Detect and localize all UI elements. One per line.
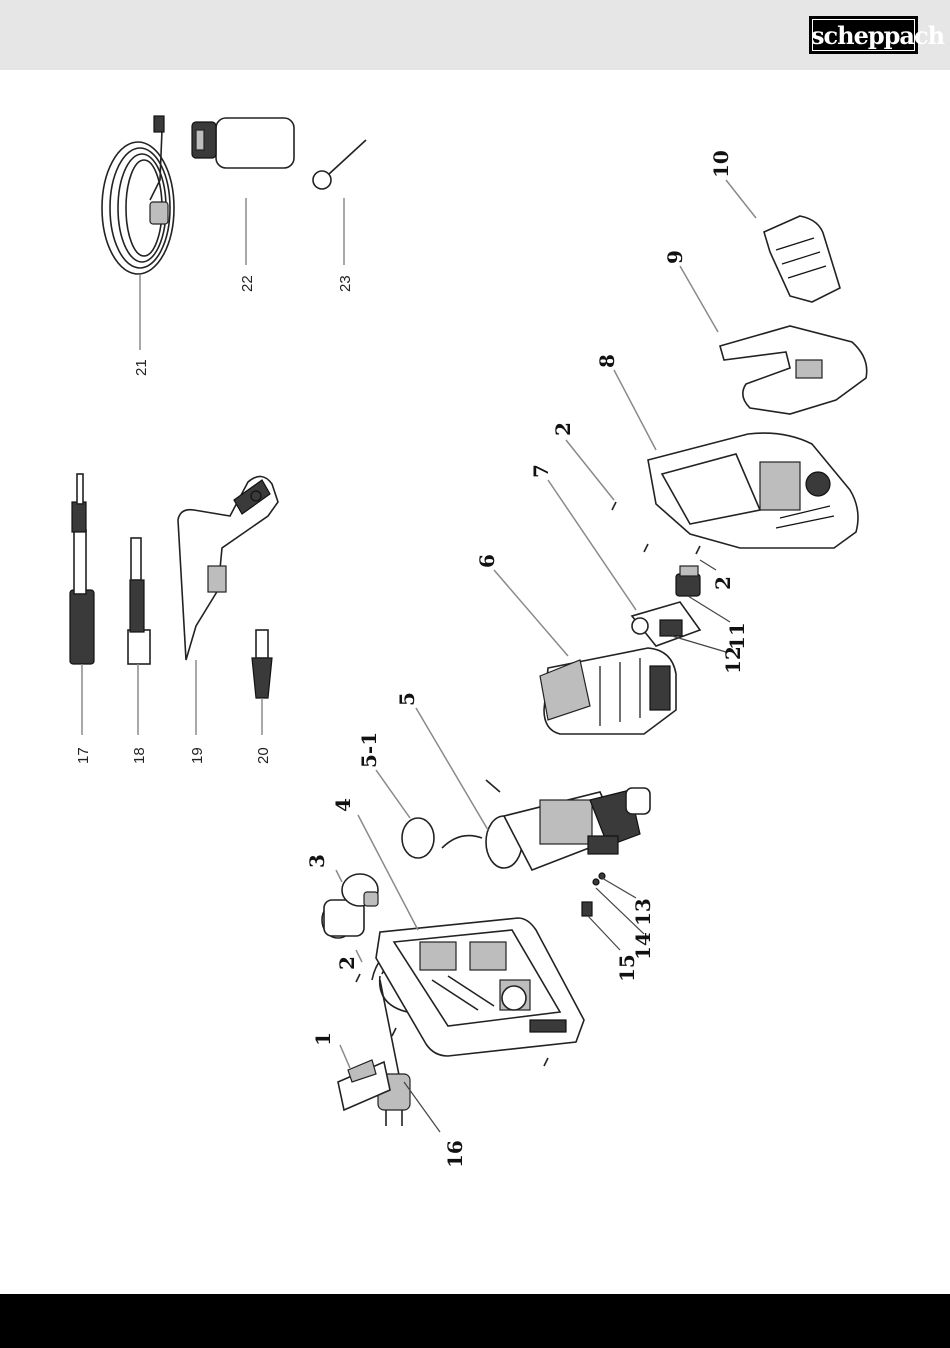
label-22: 22 [239, 275, 256, 292]
label-7: 7 [529, 464, 553, 478]
header-band [0, 0, 950, 70]
label-21: 21 [133, 359, 150, 376]
label-4: 4 [331, 798, 355, 812]
label-2a: 2 [335, 956, 359, 970]
part-20-nozzle [252, 630, 272, 698]
exploded-view-diagram: 1 2 3 4 5-1 5 6 7 2 8 9 10 11 2 12 13 14… [0, 70, 950, 1294]
label-19: 19 [189, 747, 206, 764]
label-8: 8 [595, 354, 619, 368]
label-6: 6 [475, 554, 499, 568]
label-11: 11 [725, 622, 749, 650]
label-10: 10 [709, 150, 733, 178]
label-1: 1 [311, 1032, 335, 1046]
part-17-lance [70, 474, 94, 664]
part-22-detergent-tank [192, 118, 294, 168]
brand-logo: scheppach [809, 16, 918, 54]
part-4-rear-housing [376, 918, 584, 1056]
part-21-hose [102, 116, 174, 274]
label-18: 18 [131, 747, 148, 764]
label-5-1: 5-1 [357, 732, 381, 768]
label-20: 20 [255, 747, 272, 764]
part-5-1-seal-ring [402, 818, 434, 858]
part-5-motor-pump [442, 780, 650, 870]
part-23-cleaning-needle [313, 140, 366, 189]
label-23: 23 [337, 275, 354, 292]
part-6-tank [540, 648, 676, 734]
parts-13-15-fittings [582, 873, 605, 916]
part-3-wheel [322, 874, 378, 938]
part-8-front-housing [648, 433, 858, 548]
part-11-switch [676, 566, 700, 596]
footer-band [0, 1294, 950, 1348]
part-18-lance-short [128, 538, 150, 664]
label-3: 3 [305, 854, 329, 868]
label-2b: 2 [551, 422, 575, 436]
label-2c: 2 [711, 576, 735, 590]
part-7-switch-block [632, 602, 700, 646]
label-16: 16 [443, 1140, 467, 1168]
label-17: 17 [75, 747, 92, 764]
label-15: 15 [615, 954, 639, 982]
label-13: 13 [631, 898, 655, 926]
label-9: 9 [663, 250, 687, 264]
label-5: 5 [395, 692, 419, 706]
part-10-handle [764, 216, 840, 302]
label-12: 12 [721, 646, 745, 674]
part-9-top-cover [720, 326, 867, 414]
